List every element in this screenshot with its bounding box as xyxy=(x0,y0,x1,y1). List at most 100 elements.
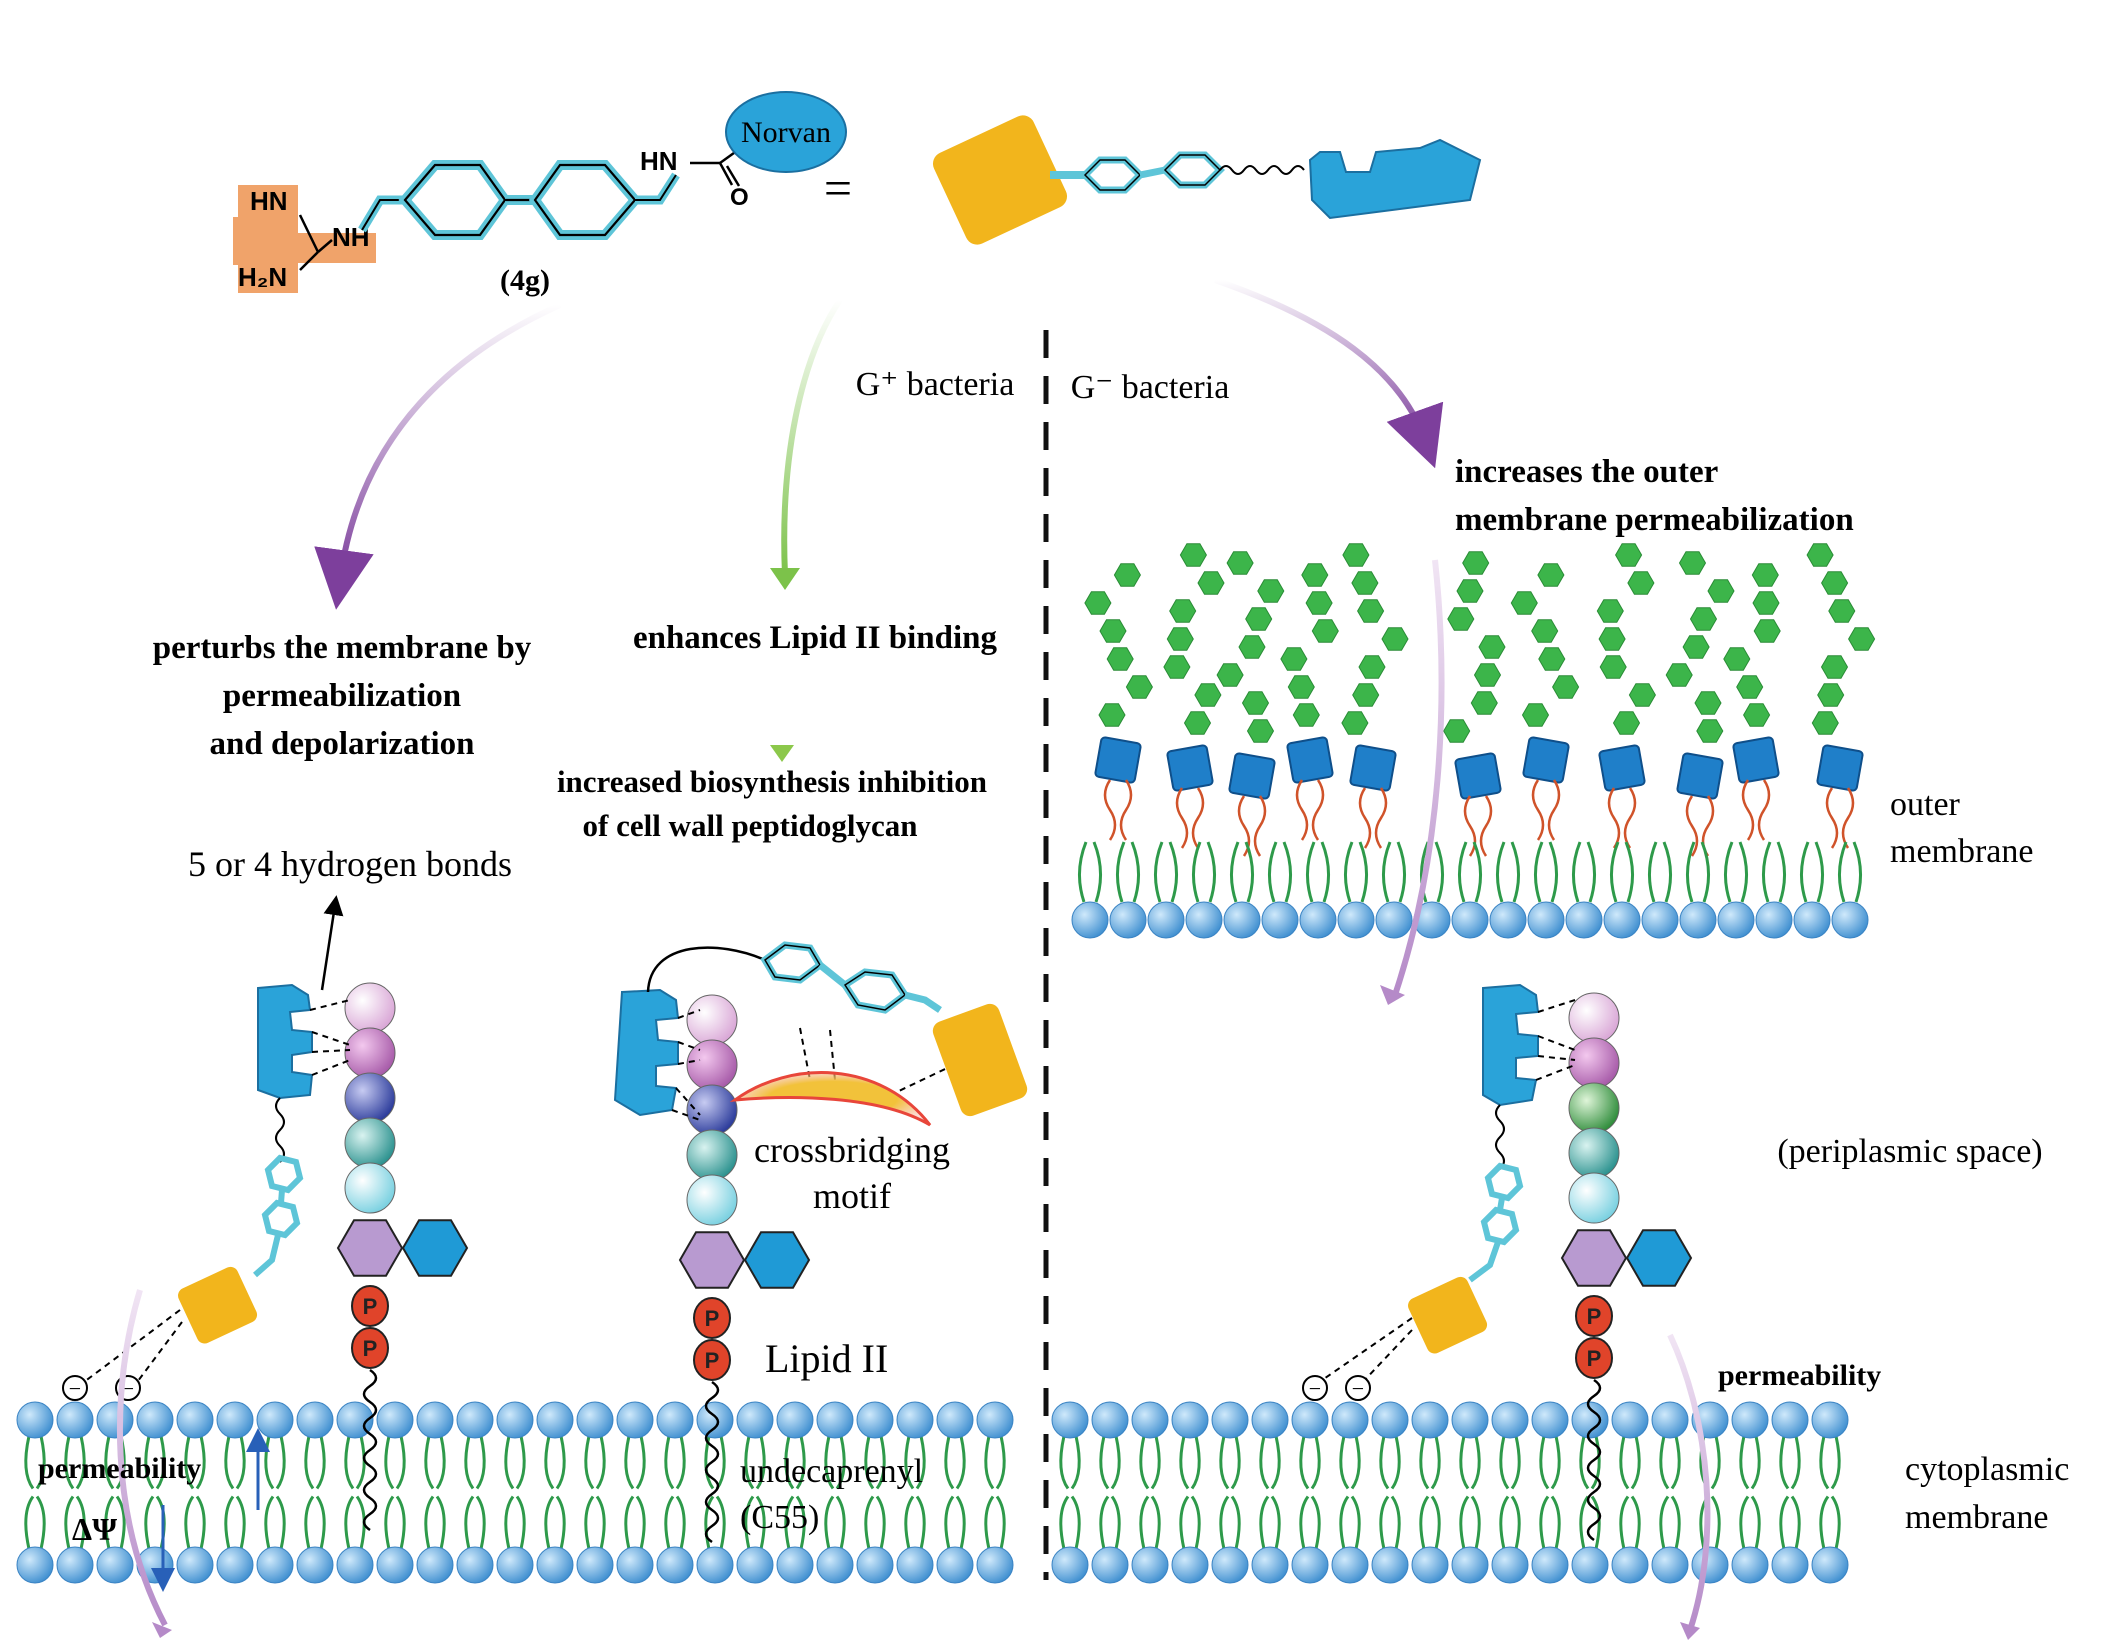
lipid-tail xyxy=(515,1495,526,1550)
lipid-tail xyxy=(544,1435,555,1490)
lipid-head xyxy=(816,1401,854,1439)
lipid-tail xyxy=(1510,1435,1521,1490)
lipid-head xyxy=(1679,901,1717,939)
lps-sugar xyxy=(1473,663,1502,687)
h2n-label: H₂N xyxy=(238,262,287,292)
lps-acyl-chain xyxy=(1119,779,1133,841)
lipid-tail xyxy=(315,1435,326,1490)
lipid-tail xyxy=(464,1495,475,1550)
phosphate-label: P xyxy=(363,1294,378,1319)
lipid-head xyxy=(1171,1401,1209,1439)
lipid-head xyxy=(1091,1546,1129,1584)
amino-acid-bead xyxy=(1568,1082,1620,1134)
lipid-tail xyxy=(1092,841,1102,903)
lps-sugar xyxy=(1598,627,1626,651)
lipid-tail xyxy=(635,1495,646,1550)
lipid-head xyxy=(696,1401,734,1439)
lipid-tail xyxy=(275,1435,286,1490)
lps-sugar xyxy=(1106,647,1134,671)
lipid-ii-stack-middle: PP xyxy=(678,994,811,1544)
lipid-head xyxy=(1571,1401,1609,1439)
lipid-head xyxy=(496,1401,534,1439)
lipid-tail xyxy=(984,1435,995,1490)
lps-sugar xyxy=(1848,627,1876,651)
lps-core-block xyxy=(1454,752,1502,800)
norvan-clamp-right xyxy=(1482,983,1540,1107)
lipid-tail xyxy=(1779,1435,1790,1490)
lipid-head xyxy=(376,1401,414,1439)
guanidine-highlight xyxy=(233,185,376,293)
lipid-tail xyxy=(24,1495,35,1550)
lipid-head xyxy=(1131,1546,1169,1584)
lipid-tail xyxy=(424,1435,435,1490)
lipid-tail xyxy=(224,1495,235,1550)
lipid-tail xyxy=(1630,1495,1641,1550)
lipid-tail xyxy=(1168,841,1178,903)
lipid-tail xyxy=(1539,1435,1550,1490)
compound-tether-right xyxy=(1314,1104,1524,1386)
lps-sugar xyxy=(1510,591,1538,615)
lipid-tail xyxy=(864,1435,875,1490)
lipid-tail xyxy=(664,1435,675,1490)
lps-sugar xyxy=(1351,571,1379,595)
lipid-tail xyxy=(744,1495,755,1550)
lipid-tail xyxy=(1739,1435,1750,1490)
lipid-tail xyxy=(1320,841,1330,903)
lipid-tail xyxy=(1662,841,1672,903)
lipid-head xyxy=(736,1546,774,1584)
lipid-head xyxy=(576,1401,614,1439)
lipid-tail xyxy=(24,1435,35,1490)
phosphate-label: P xyxy=(363,1336,378,1361)
lipid-head xyxy=(1211,1401,1249,1439)
cytoplasmic-membrane-gplus xyxy=(16,1401,1014,1584)
lipid-head xyxy=(1299,901,1337,939)
lipid-tail xyxy=(1800,841,1810,903)
lipid-head xyxy=(1771,1546,1809,1584)
lipid-tail xyxy=(1419,1495,1430,1550)
lipid-tail xyxy=(1470,1435,1481,1490)
hydrogen-bond-dashes xyxy=(309,999,1576,1121)
lps-sugar xyxy=(1311,619,1339,643)
outer-text-2: membrane permeabilization xyxy=(1455,502,1854,538)
lipid-tail xyxy=(235,1435,246,1490)
guanidine-schematic xyxy=(932,115,1068,245)
lipid-head xyxy=(1793,901,1831,939)
phosphate-group xyxy=(1575,1295,1613,1337)
lipid-tail xyxy=(1724,841,1734,903)
lipid-tail xyxy=(1496,841,1506,903)
lps-sugar xyxy=(1817,683,1845,707)
lps-sugar xyxy=(1806,543,1834,567)
lipid-tail xyxy=(555,1435,566,1490)
lipid-head xyxy=(656,1546,694,1584)
norvan-clamp-left xyxy=(257,983,314,1100)
phosphate-label: P xyxy=(1587,1346,1602,1371)
lipid-tail xyxy=(1350,1495,1361,1550)
lps-sugar xyxy=(1552,675,1580,699)
lipid-tail xyxy=(1282,841,1292,903)
lps-sugar xyxy=(1447,607,1475,631)
lipid-head xyxy=(1375,901,1413,939)
norvan-label: Norvan xyxy=(741,116,831,149)
amino-acid-bead xyxy=(686,1039,738,1091)
phosphate-group xyxy=(1575,1337,1613,1379)
hydrogen-bonds-label: 5 or 4 hydrogen bonds xyxy=(188,844,512,884)
lipid-tail xyxy=(1179,1435,1190,1490)
lipid-head xyxy=(576,1546,614,1584)
lipid-tail xyxy=(35,1495,46,1550)
lipid-tail xyxy=(1099,1435,1110,1490)
lipid-tail xyxy=(235,1495,246,1550)
lipid-tail xyxy=(1779,1495,1790,1550)
lipid-tail xyxy=(475,1435,486,1490)
lps-sugar xyxy=(1357,599,1385,623)
phosphate-group xyxy=(693,1339,731,1381)
lipid-tail xyxy=(1659,1435,1670,1490)
compound-schematic xyxy=(932,115,1482,245)
lps-sugar xyxy=(1301,563,1329,587)
amino-acid-bead xyxy=(344,1072,396,1124)
lipid-tail xyxy=(115,1495,126,1550)
lipid-tail xyxy=(64,1495,75,1550)
lps-sugar xyxy=(1478,635,1506,659)
lipid-head xyxy=(1811,1401,1849,1439)
lps-sugar xyxy=(1694,691,1722,715)
lipid-tail xyxy=(584,1435,595,1490)
